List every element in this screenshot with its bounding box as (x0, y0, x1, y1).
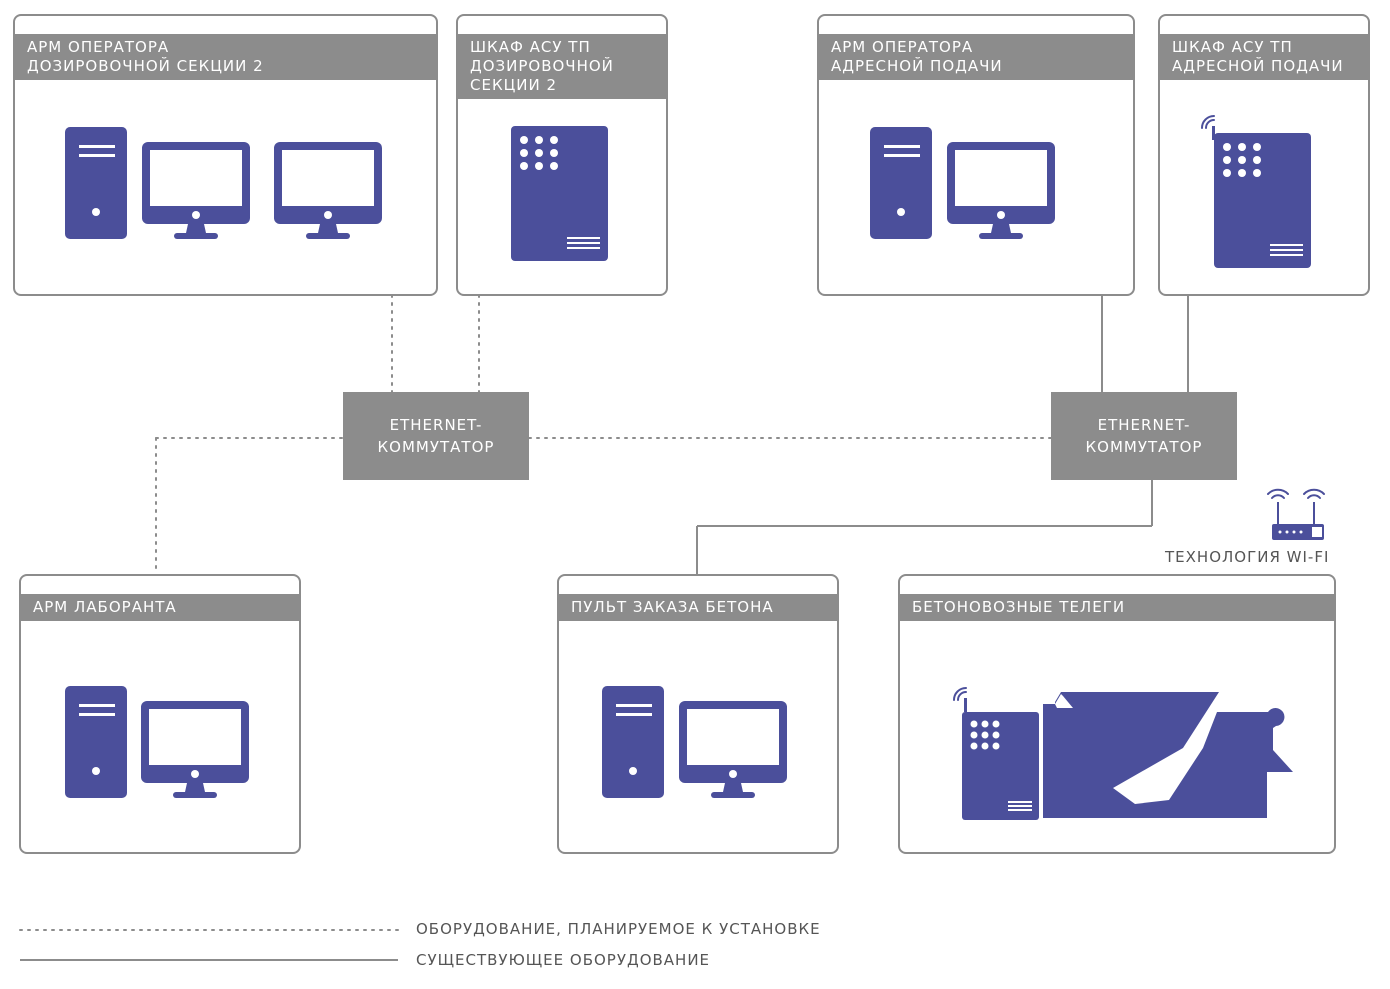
box-title: ШКАФ АСУ ТП (470, 38, 591, 56)
box-header: АРМ ОПЕРАТОРА АДРЕСНОЙ ПОДАЧИ (819, 34, 1133, 80)
box-title: АРМ ОПЕРАТОРА (27, 38, 170, 56)
pc-tower-icon (65, 686, 127, 798)
monitor-icon (947, 142, 1055, 239)
box-title: СЕКЦИИ 2 (470, 76, 557, 94)
wifi-label: ТЕХНОЛОГИЯ WI-FI (1165, 548, 1330, 566)
carts-box: БЕТОНОВОЗНЫЕ ТЕЛЕГИ (898, 574, 1336, 854)
monitor-icon (274, 142, 382, 239)
pc-tower-icon (65, 127, 127, 239)
wireless-controller-icon (953, 687, 1039, 820)
box-title: АДРЕСНОЙ ПОДАЧИ (1172, 57, 1344, 75)
box-title: АРМ ЛАБОРАНТА (33, 598, 177, 616)
concrete-cart-icon (1043, 692, 1293, 818)
switch-label: ETHERNET- (1097, 416, 1191, 434)
legend-existing-label: СУЩЕСТВУЮЩЕЕ ОБОРУДОВАНИЕ (416, 951, 711, 969)
box-title: ШКАФ АСУ ТП (1172, 38, 1293, 56)
switch-label: КОММУТАТОР (1085, 438, 1203, 456)
box-title: ДОЗИРОВОЧНОЙ СЕКЦИИ 2 (27, 57, 264, 75)
ethernet-switch-right: ETHERNET- КОММУТАТОР (1051, 392, 1237, 480)
address-operator-box: АРМ ОПЕРАТОРА АДРЕСНОЙ ПОДАЧИ (817, 14, 1135, 296)
pc-tower-icon (602, 686, 664, 798)
order-console-box: ПУЛЬТ ЗАКАЗА БЕТОНА (557, 574, 839, 854)
monitor-icon (141, 701, 249, 798)
address-cabinet-box: ШКАФ АСУ ТП АДРЕСНОЙ ПОДАЧИ (1158, 14, 1370, 296)
box-title: ДОЗИРОВОЧНОЙ (470, 57, 614, 75)
monitor-icon (142, 142, 250, 239)
box-title: АДРЕСНОЙ ПОДАЧИ (831, 57, 1003, 75)
pc-tower-icon (870, 127, 932, 239)
existing-connections (696, 295, 1189, 574)
lab-box: АРМ ЛАБОРАНТА (19, 574, 301, 854)
wireless-cabinet-icon (1201, 115, 1311, 268)
monitor-icon (679, 701, 787, 798)
box-title: ПУЛЬТ ЗАКАЗА БЕТОНА (571, 598, 774, 616)
box-title: БЕТОНОВОЗНЫЕ ТЕЛЕГИ (912, 598, 1126, 616)
box-title: АРМ ОПЕРАТОРА (831, 38, 974, 56)
planned-connections (155, 294, 1052, 575)
box-header: АРМ ЛАБОРАНТА (21, 594, 299, 621)
switch-label: КОММУТАТОР (377, 438, 495, 456)
legend-planned-label: ОБОРУДОВАНИЕ, ПЛАНИРУЕМОЕ К УСТАНОВКЕ (416, 920, 821, 938)
box-header: ШКАФ АСУ ТП ДОЗИРОВОЧНОЙ СЕКЦИИ 2 (458, 34, 666, 99)
box-header: ШКАФ АСУ ТП АДРЕСНОЙ ПОДАЧИ (1160, 34, 1368, 80)
box-header: БЕТОНОВОЗНЫЕ ТЕЛЕГИ (900, 594, 1334, 621)
box-header: АРМ ОПЕРАТОРА ДОЗИРОВОЧНОЙ СЕКЦИИ 2 (15, 34, 436, 80)
switch-label: ETHERNET- (389, 416, 483, 434)
dosing-operator-box: АРМ ОПЕРАТОРА ДОЗИРОВОЧНОЙ СЕКЦИИ 2 (13, 14, 438, 296)
control-cabinet-icon (511, 126, 608, 261)
wifi-router-icon (1267, 488, 1325, 540)
dosing-cabinet-box: ШКАФ АСУ ТП ДОЗИРОВОЧНОЙ СЕКЦИИ 2 (456, 14, 668, 296)
ethernet-switch-left: ETHERNET- КОММУТАТОР (343, 392, 529, 480)
box-header: ПУЛЬТ ЗАКАЗА БЕТОНА (559, 594, 837, 621)
